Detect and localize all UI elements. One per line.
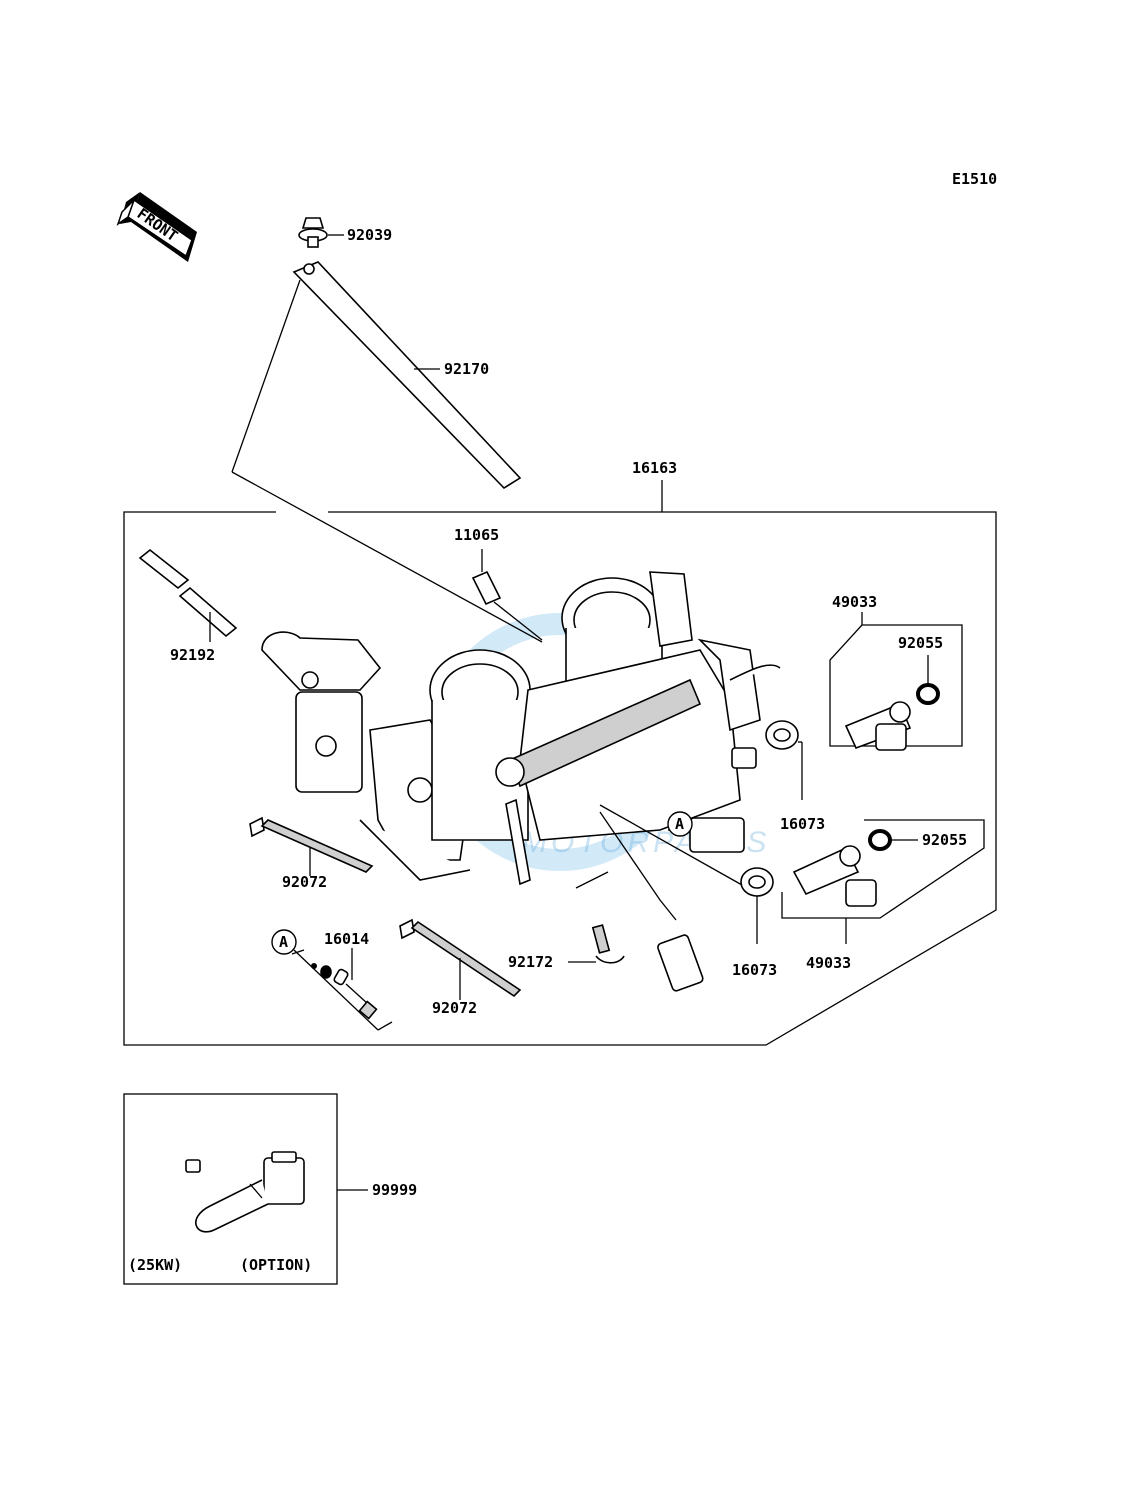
part-92055-oring-bottom xyxy=(868,829,892,851)
ref-marker-a: A xyxy=(667,811,693,837)
part-92192-hose xyxy=(138,548,238,638)
callout-92055-top: 92055 xyxy=(898,634,943,652)
callout-92039: 92039 xyxy=(347,226,392,244)
option-box-99999 xyxy=(123,1093,338,1285)
ref-marker-a-2: A xyxy=(271,929,297,955)
part-92055-oring-top xyxy=(916,683,940,705)
callout-11065: 11065 xyxy=(454,526,499,544)
callout-92055-bottom: 92055 xyxy=(922,831,967,849)
callout-49033-bottom: 49033 xyxy=(806,954,851,972)
callout-92072-middle: 92072 xyxy=(432,999,477,1017)
callout-92192: 92192 xyxy=(170,646,215,664)
part-92039-bolt xyxy=(298,217,328,248)
injector-box-bottom xyxy=(781,819,985,944)
callout-16163: 16163 xyxy=(632,459,677,477)
part-16014-screw-set xyxy=(291,949,393,1031)
callout-16073-bottom: 16073 xyxy=(732,961,777,979)
svg-text:A: A xyxy=(279,933,288,951)
callout-99999: 99999 xyxy=(372,1181,417,1199)
part-92072-tie-middle xyxy=(399,918,522,998)
throttle-body-assembly xyxy=(261,571,781,992)
front-arrow-icon: FRONT xyxy=(116,192,197,262)
assembly-frame-16163 xyxy=(123,480,997,1046)
callout-92170: 92170 xyxy=(444,360,489,378)
callout-16073-top: 16073 xyxy=(780,815,825,833)
part-16073-washer-top xyxy=(765,720,799,750)
callout-92172: 92172 xyxy=(508,953,553,971)
callout-92072-left: 92072 xyxy=(282,873,327,891)
callout-49033-top: 49033 xyxy=(832,593,877,611)
part-92072-tie-left xyxy=(249,816,374,873)
callout-16014: 16014 xyxy=(324,930,369,948)
svg-text:A: A xyxy=(675,815,684,833)
part-49033-injector-bottom xyxy=(792,845,877,907)
diagram-code: E1510 xyxy=(952,170,997,188)
part-16073-washer-bottom xyxy=(740,867,774,897)
option-note-25kw: (25KW) xyxy=(128,1256,182,1274)
part-92170-strap xyxy=(292,261,522,490)
part-11065-cap xyxy=(471,570,502,606)
part-49033-injector-top xyxy=(844,701,912,751)
option-note-option: (OPTION) xyxy=(240,1256,312,1274)
part-92172-screw xyxy=(575,871,625,964)
